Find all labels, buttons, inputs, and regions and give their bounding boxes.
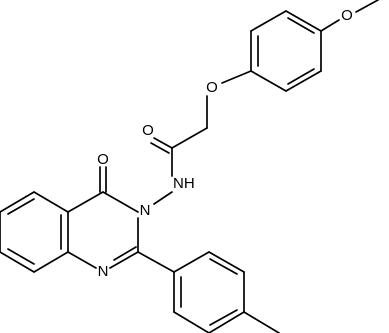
- ring-n3-label: N: [140, 202, 151, 219]
- methoxy-group: [320, 0, 379, 32]
- benzo-ring: [0, 191, 69, 273]
- acetamide-chain: [150, 70, 252, 205]
- tolyl-ring: [137, 251, 280, 333]
- amide-nh-label: NH: [173, 175, 195, 192]
- methoxyphenyl-ring: [250, 10, 322, 92]
- carbonyl-oxygen-label: O: [142, 122, 154, 139]
- pyrimidinone-ring: [67, 166, 139, 269]
- ring-n1-label: N: [98, 263, 109, 280]
- methoxy-oxygen-label: O: [341, 7, 353, 24]
- quinazolinone-oxygen-label: O: [97, 151, 109, 168]
- ether-oxygen-label: O: [206, 79, 218, 96]
